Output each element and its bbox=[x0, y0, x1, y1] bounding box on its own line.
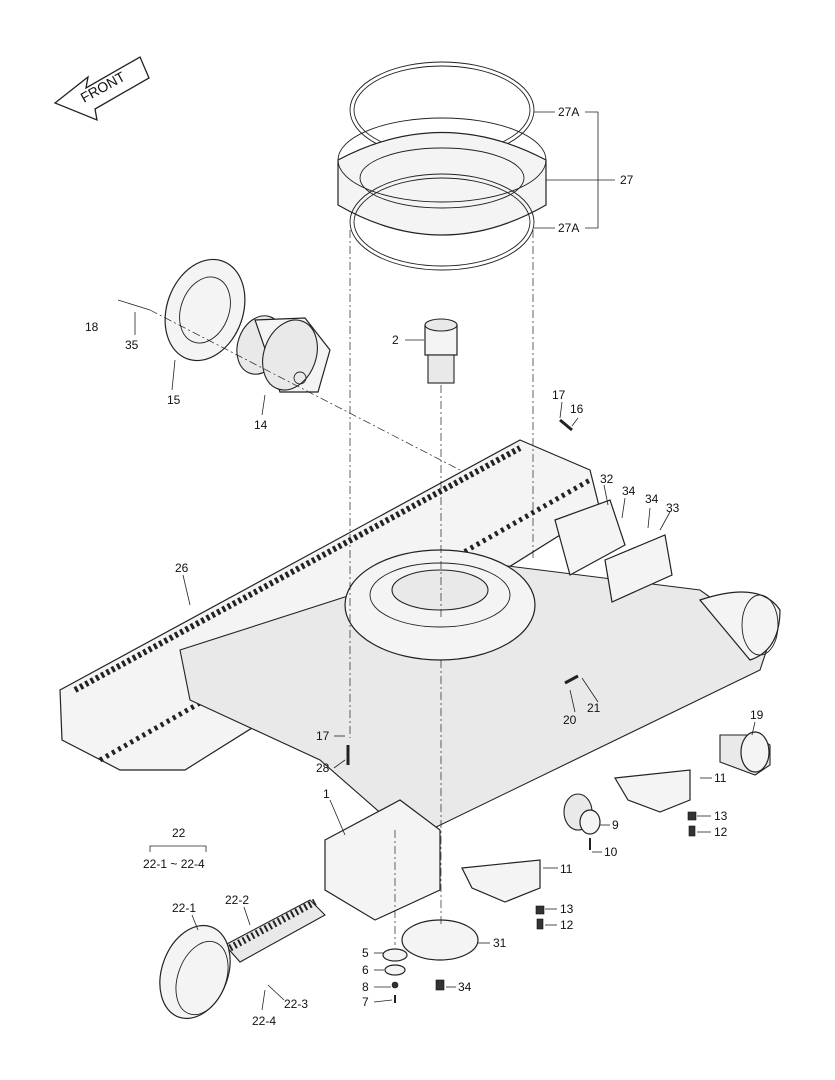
shim-6 bbox=[384, 964, 406, 976]
label-11-right: 11 bbox=[714, 771, 727, 785]
label-19: 19 bbox=[750, 708, 764, 722]
carrier-roller bbox=[719, 731, 771, 776]
assembly-lines bbox=[149, 230, 534, 945]
label-22-range: 22-1 ~ 22-4 bbox=[143, 857, 205, 871]
label-22-3: 22-3 bbox=[284, 997, 308, 1011]
travel-motor bbox=[236, 315, 331, 393]
label-1: 1 bbox=[323, 787, 330, 801]
label-11-left: 11 bbox=[560, 862, 573, 876]
label-22-1: 22-1 bbox=[172, 901, 196, 915]
label-17-top: 17 bbox=[552, 388, 566, 402]
label-28: 28 bbox=[316, 761, 330, 775]
bottom-cover bbox=[401, 919, 479, 961]
front-idler bbox=[159, 924, 231, 1020]
label-14: 14 bbox=[254, 418, 268, 432]
cover-32 bbox=[554, 499, 626, 576]
bolt-12-right bbox=[688, 825, 696, 837]
label-22-4: 22-4 bbox=[252, 1014, 276, 1028]
label-34-c: 34 bbox=[458, 980, 472, 994]
label-17-bottom: 17 bbox=[316, 729, 330, 743]
lower-frame bbox=[179, 549, 781, 831]
label-22: 22 bbox=[172, 826, 186, 840]
center-joint bbox=[424, 318, 458, 384]
track-guard-left bbox=[461, 859, 541, 903]
label-35: 35 bbox=[125, 338, 139, 352]
washer-13-left bbox=[535, 905, 545, 915]
label-5: 5 bbox=[362, 946, 369, 960]
bolt-34 bbox=[435, 979, 445, 991]
label-8: 8 bbox=[362, 980, 369, 994]
label-6: 6 bbox=[362, 963, 369, 977]
label-16: 16 bbox=[570, 402, 584, 416]
cover-33 bbox=[604, 534, 673, 603]
label-7: 7 bbox=[362, 995, 369, 1009]
track-guard-right bbox=[614, 769, 691, 813]
label-32: 32 bbox=[600, 472, 614, 486]
label-31: 31 bbox=[493, 936, 507, 950]
label-12-right: 12 bbox=[714, 825, 728, 839]
label-27: 27 bbox=[620, 173, 634, 187]
label-27a-top: 27A bbox=[558, 105, 579, 119]
upper-roller bbox=[563, 793, 601, 835]
bearing-leaders bbox=[534, 111, 615, 229]
plate-5 bbox=[382, 948, 408, 962]
label-34-b: 34 bbox=[645, 492, 659, 506]
label-13-left: 13 bbox=[560, 902, 574, 916]
label-26: 26 bbox=[175, 561, 189, 575]
label-10: 10 bbox=[604, 845, 618, 859]
idler-spring bbox=[224, 898, 326, 963]
label-21: 21 bbox=[587, 701, 601, 715]
label-15: 15 bbox=[167, 393, 181, 407]
label-13-right: 13 bbox=[714, 809, 728, 823]
swing-bearing bbox=[337, 61, 547, 271]
washer-8 bbox=[391, 981, 399, 989]
washer-13-right bbox=[687, 811, 697, 821]
label-22-2: 22-2 bbox=[225, 893, 249, 907]
label-12-left: 12 bbox=[560, 918, 574, 932]
label-33: 33 bbox=[666, 501, 680, 515]
front-direction-arrow: FRONT bbox=[53, 56, 150, 122]
bolt-12-left bbox=[536, 918, 544, 930]
label-34-a: 34 bbox=[622, 484, 636, 498]
label-9: 9 bbox=[612, 818, 619, 832]
sprocket bbox=[164, 258, 246, 362]
label-27a-bottom: 27A bbox=[558, 221, 579, 235]
label-2: 2 bbox=[392, 333, 399, 347]
label-18: 18 bbox=[85, 320, 99, 334]
track-frame-end bbox=[324, 799, 441, 921]
label-20: 20 bbox=[563, 713, 577, 727]
